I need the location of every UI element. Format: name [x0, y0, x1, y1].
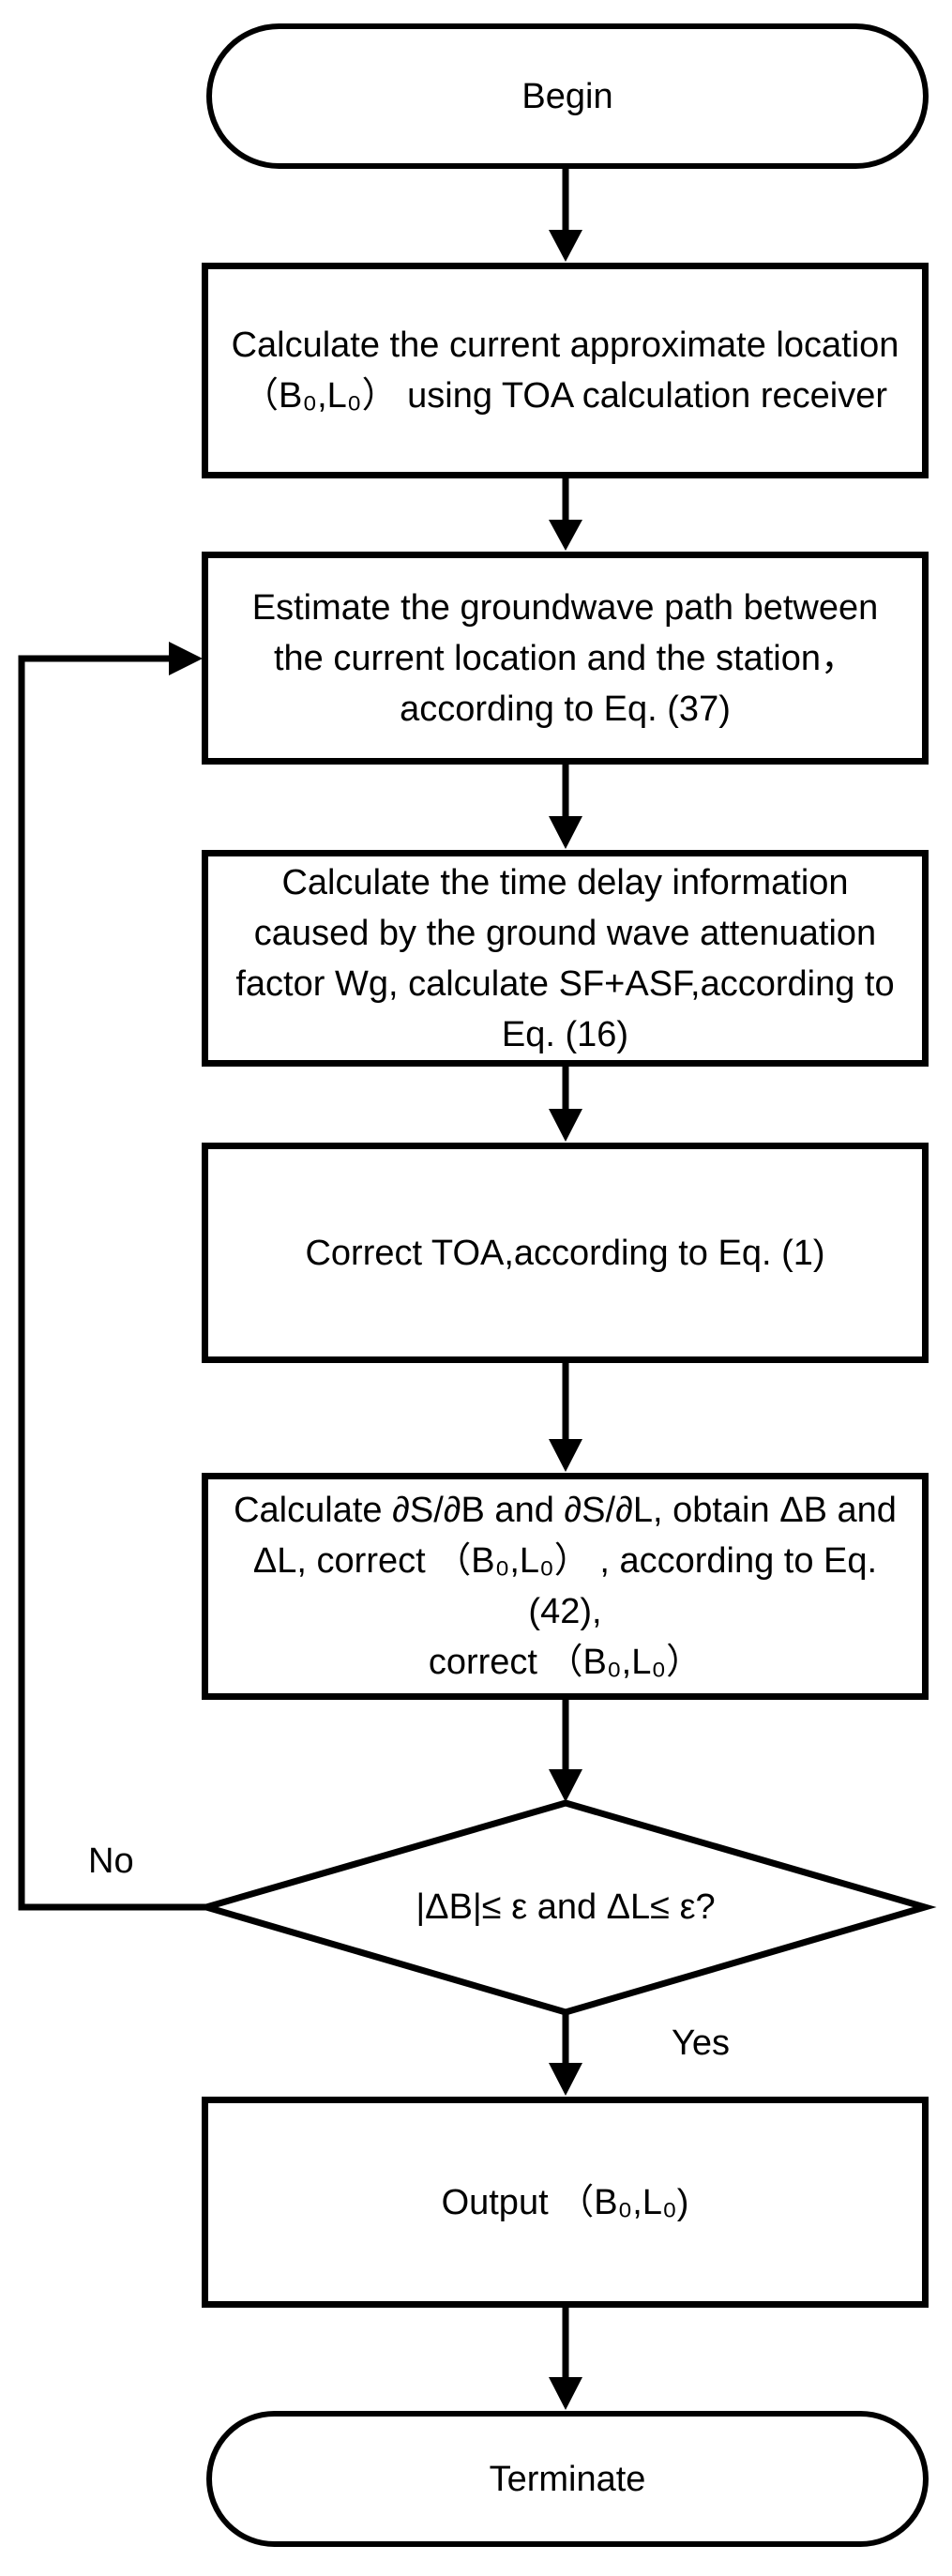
arrow-correct-toa-to-calc-partials [549, 1360, 582, 1472]
node-estimate-path-label: Estimate the groundwave path between the… [251, 587, 879, 729]
edge-label-yes: Yes [672, 2023, 730, 2063]
node-calc-delay-label: Calculate the time delay information cau… [235, 862, 895, 1054]
arrow-calc-delay-to-correct-toa [549, 1064, 582, 1142]
arrow-begin-to-calc-location [549, 166, 582, 262]
node-estimate-path: Estimate the groundwave path between the… [202, 552, 929, 765]
node-output: Output （B₀,L₀) [202, 2097, 929, 2308]
arrow-estimate-path-to-calc-delay [549, 762, 582, 849]
node-calc-delay: Calculate the time delay information cau… [202, 850, 929, 1067]
node-terminate-label: Terminate [489, 2459, 646, 2499]
node-correct-toa: Correct TOA,according to Eq. (1) [202, 1143, 929, 1363]
node-begin: Begin [206, 23, 929, 169]
arrow-decision-to-output-yes [549, 2011, 582, 2096]
arrow-calc-partials-to-decision [549, 1697, 582, 1802]
node-correct-toa-label: Correct TOA,according to Eq. (1) [305, 1233, 825, 1273]
node-calc-location-label: Calculate the current approximate locati… [231, 326, 899, 416]
node-calc-partials-label: Calculate ∂S/∂B and ∂S/∂L, obtain ΔB and… [234, 1491, 897, 1682]
node-output-label: Output （B₀,L₀) [441, 2182, 689, 2222]
node-calc-partials: Calculate ∂S/∂B and ∂S/∂L, obtain ΔB and… [202, 1473, 929, 1700]
edge-label-no: No [88, 1841, 134, 1881]
arrow-output-to-terminate [549, 2307, 582, 2410]
node-begin-label: Begin [521, 76, 613, 116]
arrow-calc-location-to-estimate-path [549, 476, 582, 551]
node-calc-location: Calculate the current approximate locati… [202, 263, 929, 478]
arrow-decision-no-feedback-loop [18, 642, 208, 1911]
node-terminate: Terminate [206, 2411, 929, 2547]
node-decision-label: |ΔB|≤ ε and ΔL≤ ε? [416, 1887, 716, 1927]
